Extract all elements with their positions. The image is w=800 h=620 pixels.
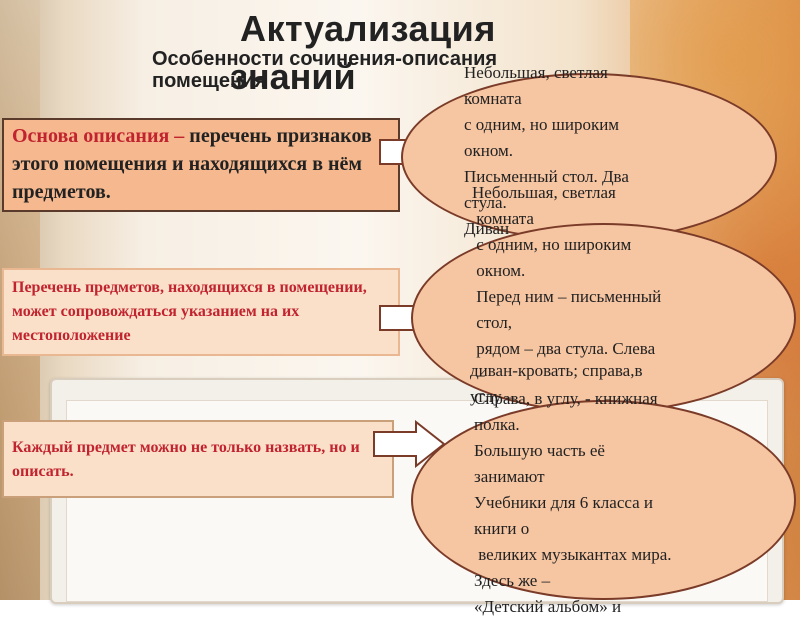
box1-highlight: Основа описания – (12, 125, 185, 147)
box1-text: перечень признаков этого помещения и нах… (12, 125, 372, 203)
ellipse2-text: Небольшая, светлая комната с одним, но ш… (472, 183, 662, 384)
subtitle-line1: Особенности сочинения-описания (152, 48, 498, 70)
ellipse2-overflow-text: диван-кровать; справа,в углу – (470, 361, 643, 406)
ellipse1-text: Небольшая, светлая комната с одним, но ш… (464, 63, 629, 212)
slide-title-line2: знаний (230, 56, 356, 97)
box-description-basis: Основа описания – перечень признаков это… (2, 118, 400, 212)
subtitle-line2: помещения (152, 70, 266, 92)
ellipse-example-2 (411, 223, 796, 413)
box-item-description: Каждый предмет можно не только назвать, … (2, 420, 394, 498)
ellipse1-overflow-text: Диван (464, 219, 510, 238)
slide-title: Актуализация (240, 8, 496, 49)
slide-subtitle: Особенности сочинения-описания помещения (152, 48, 632, 92)
ellipse-example-3 (411, 400, 796, 600)
box-items-list: Перечень предметов, находящихся в помеще… (2, 268, 400, 356)
ellipse3-text: Справа, в углу, - книжная полка. Большую… (474, 389, 672, 616)
